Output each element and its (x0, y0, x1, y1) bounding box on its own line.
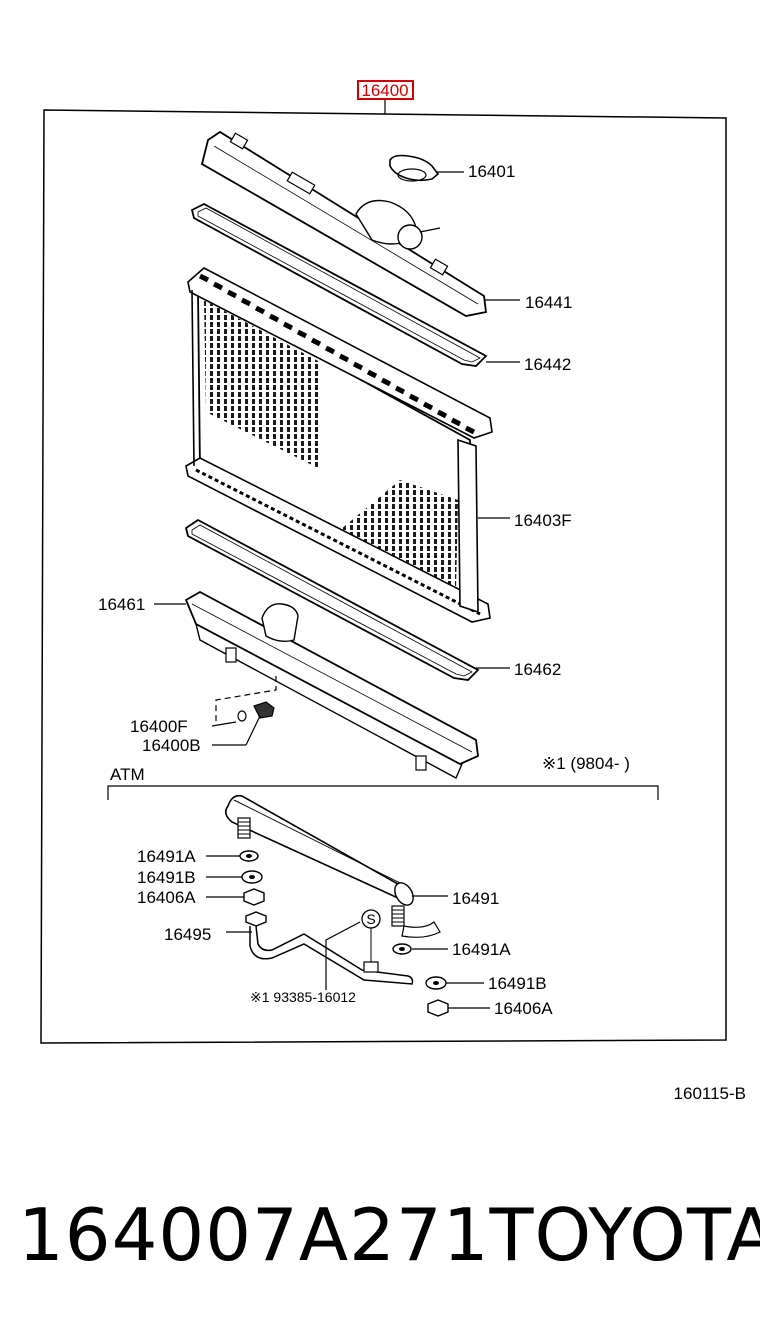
label-16491A-right: 16491A (452, 940, 511, 959)
radiator-core[interactable]: 16403F (185, 267, 572, 623)
upper-gasket[interactable]: 16442 (190, 202, 571, 374)
label-16400F: 16400F (130, 717, 188, 736)
label-16406A-left: 16406A (137, 888, 196, 907)
brand-name: TOYOTA (489, 1193, 760, 1277)
cooler-pipe[interactable]: 16495 (164, 911, 414, 985)
label-16462: 16462 (514, 660, 561, 679)
figure-code: 160115-B (674, 1084, 746, 1103)
part-footer: 164007A271 TOYOTA (18, 1190, 760, 1280)
atm-label: ATM (110, 765, 145, 784)
diagram-frame (40, 109, 727, 1044)
label-16491: 16491 (452, 889, 499, 908)
label-16406A-right: 16406A (494, 999, 553, 1018)
radiator-cap[interactable]: 16401 (389, 154, 515, 182)
date-note: ※1 (9804- ) (542, 754, 630, 773)
clamp-s[interactable]: S ※1 93385-16012 (250, 909, 381, 1005)
label-16495: 16495 (164, 925, 211, 944)
drain-plug-assembly[interactable]: 16400F 16400B (130, 676, 277, 755)
label-93385-16012: ※1 93385-16012 (250, 989, 356, 1005)
upper-tank[interactable]: 16441 (200, 130, 572, 317)
lower-tank[interactable]: 16461 (98, 590, 479, 779)
right-fittings[interactable]: 16491A 16491B 16406A (392, 940, 553, 1018)
core-header-teeth (198, 273, 476, 435)
label-16491B-left: 16491B (137, 868, 196, 887)
atm-section: ATM ※1 (9804- ) (107, 754, 659, 800)
label-16400B: 16400B (142, 736, 201, 755)
assembly-number: 16400 (361, 81, 408, 100)
label-16461: 16461 (98, 595, 145, 614)
label-16401: 16401 (468, 162, 515, 181)
radiator-exploded-diagram: 16400 16401 16441 16442 (40, 80, 746, 1103)
label-16491B-right: 16491B (488, 974, 547, 993)
highlight-box (357, 80, 414, 100)
svg-text:S: S (366, 911, 375, 927)
label-16441: 16441 (525, 293, 572, 312)
label-16442: 16442 (524, 355, 571, 374)
oil-cooler-tube[interactable]: 16491 (224, 794, 500, 938)
assembly-number-callout[interactable]: 16400 (357, 80, 414, 114)
left-fittings[interactable]: 16491A 16491B 16406A (137, 847, 265, 907)
label-16403F: 16403F (514, 511, 572, 530)
lower-gasket[interactable]: 16462 (184, 518, 561, 681)
part-number: 164007A271 (18, 1193, 490, 1277)
label-16491A-left: 16491A (137, 847, 196, 866)
